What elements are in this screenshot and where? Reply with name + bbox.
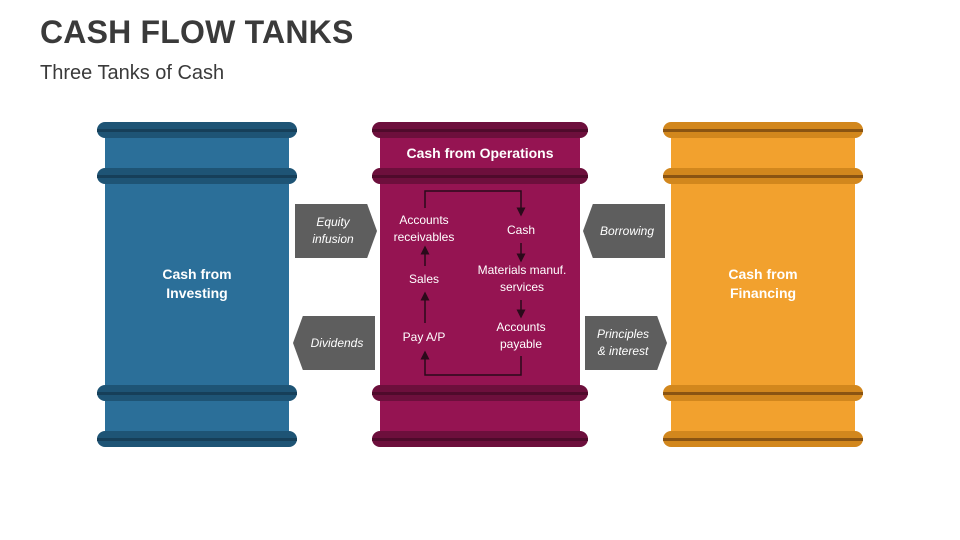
tank-operations-header: Cash from Operations: [406, 145, 554, 161]
tank-operations-ring-3: [372, 385, 588, 401]
tank-investing-label: Cash from Investing: [97, 265, 297, 303]
flow-payable-to-payap-arrow: [420, 350, 522, 376]
tank-investing-ring-1: [97, 122, 297, 138]
arrow-principles-line1: Principles: [596, 327, 650, 341]
tank-financing: Cash from Financing: [663, 122, 863, 448]
arrow-equity-line1: Equity: [316, 215, 350, 229]
tank-financing-ring-1: [663, 122, 863, 138]
ops-accounts-payable-line1: Accounts: [496, 320, 546, 334]
ops-accounts-receivables-line1: Accounts: [399, 213, 449, 227]
page-title: CASH FLOW TANKS: [40, 14, 354, 50]
arrow-dividends: Dividends: [293, 316, 375, 370]
ops-materials-line2: services: [499, 280, 544, 294]
tank-operations-ring-2: [372, 168, 588, 184]
tank-financing-label-line2: Financing: [729, 285, 797, 301]
arrow-principles-interest: Principles & interest: [585, 316, 667, 370]
page-subtitle: Three Tanks of Cash: [40, 62, 225, 84]
tank-investing-ring-2: [97, 168, 297, 184]
tank-financing-label-line1: Cash from: [728, 266, 798, 282]
ops-pay-ap: Pay A/P: [402, 330, 446, 344]
ops-accounts-payable: Accounts payable: [481, 319, 561, 353]
tank-operations-ring-1: [372, 122, 588, 138]
tank-investing-label-line1: Cash from: [162, 266, 232, 282]
ops-accounts-receivables: Accounts receivables: [374, 212, 474, 246]
tank-financing-label: Cash from Financing: [663, 265, 863, 303]
arrow-equity-infusion: Equity infusion: [295, 204, 377, 258]
tank-operations-ring-4: [372, 431, 588, 447]
tank-investing-label-line2: Investing: [166, 285, 228, 301]
tank-investing-ring-3: [97, 385, 297, 401]
arrow-equity-line2: infusion: [312, 232, 354, 246]
flow-ar-to-cash-arrow: [424, 190, 526, 217]
ops-materials: Materials manuf. services: [466, 262, 578, 296]
tank-investing-ring-4: [97, 431, 297, 447]
tank-financing-ring-4: [663, 431, 863, 447]
arrow-dividends-label: Dividends: [310, 335, 364, 350]
arrow-borrowing: Borrowing: [583, 204, 665, 258]
ops-materials-line1: Materials manuf.: [477, 263, 567, 277]
arrow-borrowing-label: Borrowing: [599, 223, 655, 238]
tank-operations: Cash from Operations: [372, 122, 588, 448]
tank-financing-ring-3: [663, 385, 863, 401]
ops-accounts-receivables-line2: receivables: [393, 230, 455, 244]
arrow-principles-line2: & interest: [597, 344, 649, 358]
ops-cash: Cash: [506, 223, 535, 237]
ops-accounts-payable-line2: payable: [499, 337, 543, 351]
tank-investing: Cash from Investing: [97, 122, 297, 448]
ops-sales: Sales: [408, 272, 440, 286]
tank-financing-ring-2: [663, 168, 863, 184]
